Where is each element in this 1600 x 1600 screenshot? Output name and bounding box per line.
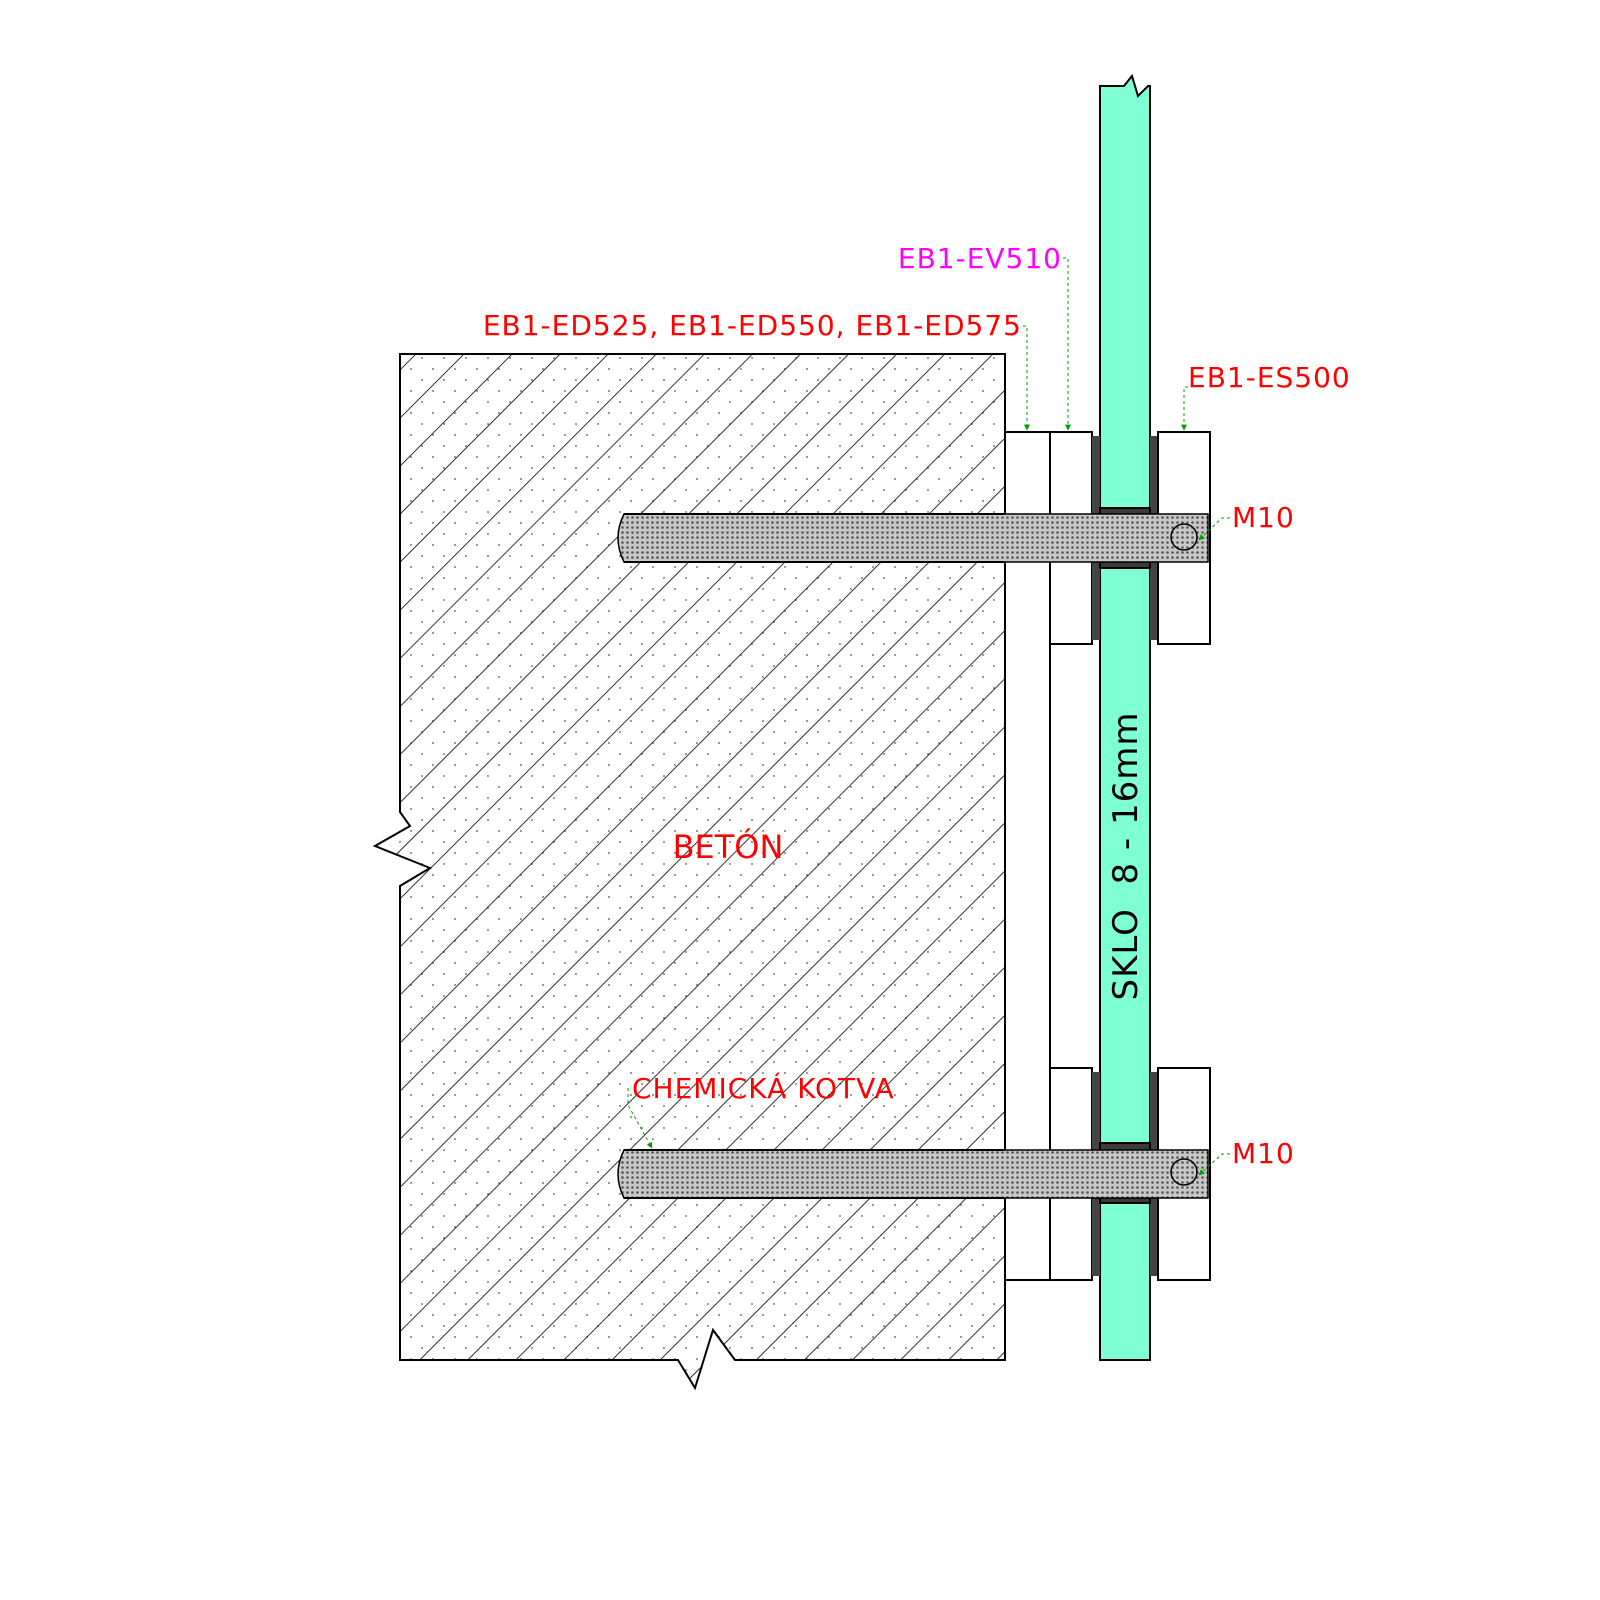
label-distance-plates: EB1-ED525, EB1-ED550, EB1-ED575 — [483, 309, 1022, 342]
label-bolt-bottom: M10 — [1232, 1137, 1295, 1170]
label-cover-cap: EB1-ES500 — [1188, 361, 1351, 394]
leader-anchor — [627, 1088, 653, 1149]
leader-bolt-bottom — [1198, 1153, 1230, 1176]
label-anchor: CHEMICKÁ KOTVA — [632, 1071, 895, 1105]
distance-plate — [1004, 431, 1051, 1281]
label-spacer-plate: EB1-EV510 — [898, 242, 1062, 275]
threaded-rod-bottom — [617, 1149, 1209, 1199]
bolt-head-top — [1170, 523, 1198, 551]
threaded-rod-top — [617, 513, 1209, 563]
glass-panel — [1099, 73, 1151, 1361]
leader-cover-cap — [1181, 386, 1188, 431]
leader-distance-plates — [1023, 325, 1030, 431]
bolt-head-bottom — [1170, 1158, 1198, 1186]
leader-bolt-top — [1198, 517, 1230, 541]
label-bolt-top: M10 — [1232, 501, 1295, 534]
concrete-wall — [372, 353, 1006, 1391]
label-concrete: BETÓN — [673, 827, 784, 866]
label-glass: SKLO 8 - 16mm — [1106, 711, 1146, 1000]
leader-spacer-plate — [1063, 257, 1071, 431]
